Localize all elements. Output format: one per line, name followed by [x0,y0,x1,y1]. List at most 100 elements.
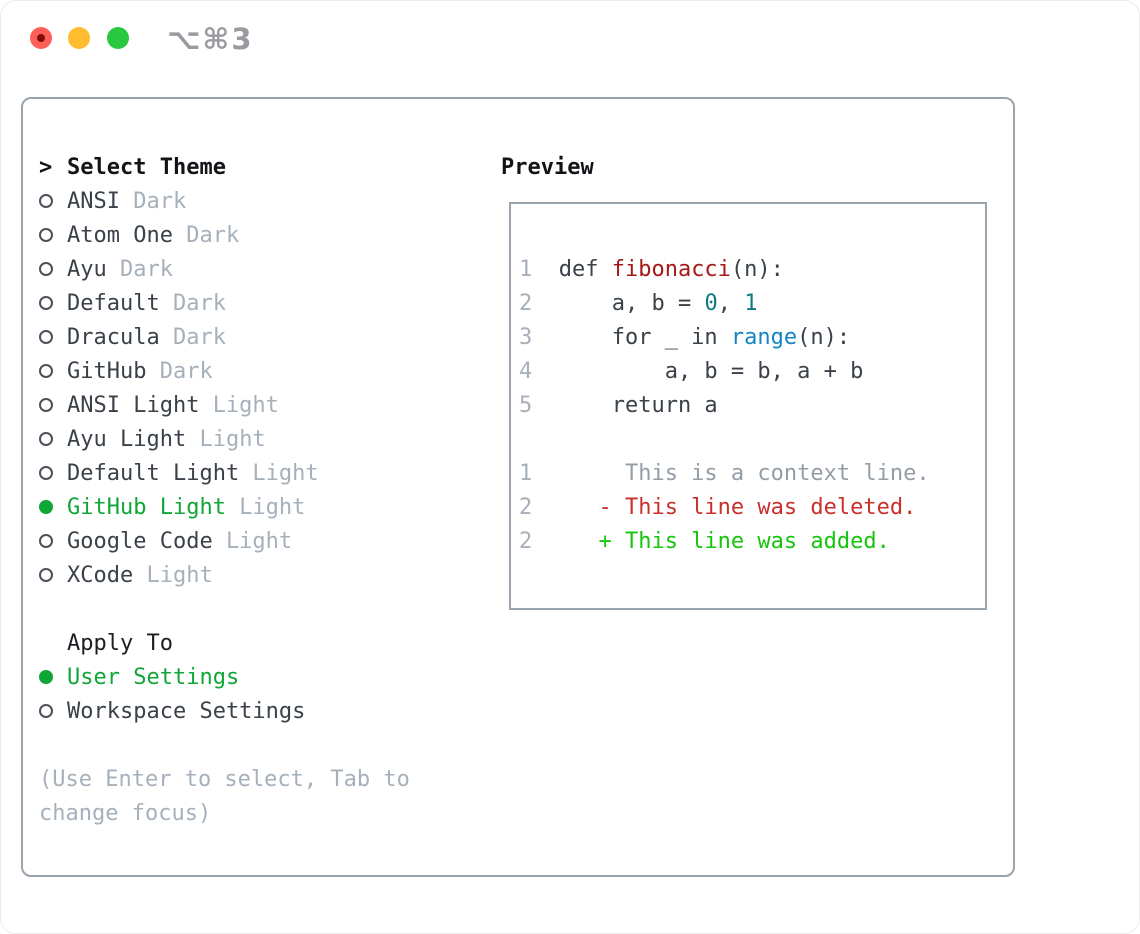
theme-variant: Dark [186,222,240,248]
theme-item-github-light-selected[interactable]: GitHub Light Light [39,490,410,524]
theme-name: Ayu Light [67,426,187,452]
diff-segment: This is a context line. [558,460,930,486]
theme-variant: Light [252,460,319,486]
diff-segment: + This line was added. [558,528,890,554]
apply-option-label: Workspace Settings [67,698,306,724]
theme-item-ayu-dark[interactable]: Ayu Dark [39,252,410,286]
theme-variant: Light [225,528,293,554]
theme-variant: Light [146,562,213,588]
hint-text-line1: (Use Enter to select, Tab to [39,766,410,792]
theme-item-ansi-light[interactable]: ANSI Light Light [39,388,410,422]
diff-deleted-line: 2 - This line was deleted. [519,490,930,524]
code-line: 2 a, b = 0 , 1 [519,286,930,320]
radio-unselected-icon [39,466,53,480]
code-line: 1 def fibonacci (n): [519,252,930,286]
theme-item-xcode[interactable]: XCode Light [39,558,410,592]
line-number: 5 [519,392,533,418]
unsaved-dot-icon [37,34,45,42]
theme-name: ANSI Light [67,392,200,418]
theme-item-google-code[interactable]: Google Code Light [39,524,410,558]
code-segment: def [558,256,612,282]
line-number: 2 [519,494,533,520]
code-segment: range [730,324,798,350]
radio-unselected-icon [39,398,53,412]
code-segment: (n): [730,256,784,282]
theme-item-ayu-light[interactable]: Ayu Light Light [39,422,410,456]
code-segment: a, b = [558,290,705,316]
theme-name: Default Light [67,460,240,486]
radio-unselected-icon [39,262,53,276]
theme-variant: Dark [172,290,226,316]
line-number: 1 [519,256,533,282]
apply-option-label: User Settings [67,664,240,690]
theme-name: ANSI [67,188,120,214]
apply-option-user-settings[interactable]: User Settings [39,660,410,694]
radio-unselected-icon [39,330,53,344]
theme-name: Dracula [67,324,160,350]
code-segment: a, b = b, a + b [558,358,864,384]
theme-name: GitHub Light [67,494,226,520]
theme-item-default-dark[interactable]: Default Dark [39,286,410,320]
code-line: 5 return a [519,388,930,422]
preview-header: Preview [501,154,594,180]
code-preview: 1 def fibonacci (n): 2 a, b = 0 , 1 3 fo… [519,252,930,558]
code-segment: return a [558,392,718,418]
theme-variant: Dark [172,324,226,350]
theme-list: > Select Theme ANSI Dark Atom One Dark A… [39,150,410,830]
theme-variant: Dark [119,256,173,282]
theme-variant: Dark [159,358,213,384]
line-number: 2 [519,290,533,316]
code-segment: 0 [704,290,718,316]
theme-name: Google Code [67,528,213,554]
code-segment: 1 [744,290,758,316]
radio-unselected-icon [39,364,53,378]
radio-unselected-icon [39,568,53,582]
radio-selected-icon [39,670,53,684]
code-segment: , [717,290,745,316]
theme-name: Default [67,290,160,316]
theme-item-dracula-dark[interactable]: Dracula Dark [39,320,410,354]
line-number: 3 [519,324,533,350]
preview-box: 1 def fibonacci (n): 2 a, b = 0 , 1 3 fo… [509,202,987,610]
select-theme-header: > Select Theme [39,150,410,184]
theme-item-default-light[interactable]: Default Light Light [39,456,410,490]
spacer [39,592,410,626]
radio-selected-icon [39,500,53,514]
diff-added-line: 2 + This line was added. [519,524,930,558]
apply-to-label: Apply To [67,630,173,656]
window-title: ⌥⌘3 [167,22,254,56]
theme-name: XCode [67,562,134,588]
theme-item-ansi-dark[interactable]: ANSI Dark [39,184,410,218]
theme-variant: Light [212,392,279,418]
spacer [519,422,930,456]
theme-variant: Dark [133,188,187,214]
apply-option-workspace-settings[interactable]: Workspace Settings [39,694,410,728]
theme-name: Atom One [67,222,173,248]
caret-icon: > [39,154,53,180]
line-number: 4 [519,358,533,384]
code-segment: (n): [797,324,851,350]
minimize-button[interactable] [68,27,90,49]
line-number: 2 [519,528,533,554]
apply-to-header: Apply To [39,626,410,660]
theme-item-github-dark[interactable]: GitHub Dark [39,354,410,388]
zoom-button[interactable] [107,27,129,49]
select-theme-label: Select Theme [67,154,226,180]
theme-name: Ayu [67,256,107,282]
line-number: 1 [519,460,533,486]
radio-unselected-icon [39,534,53,548]
radio-unselected-icon [39,432,53,446]
theme-variant: Light [239,494,306,520]
code-segment: for _ in [558,324,731,350]
radio-unselected-icon [39,228,53,242]
diff-segment: - This line was deleted. [558,494,917,520]
code-line: 3 for _ in range (n): [519,320,930,354]
radio-unselected-icon [39,194,53,208]
radio-unselected-icon [39,704,53,718]
theme-item-atom-one-dark[interactable]: Atom One Dark [39,218,410,252]
theme-name: GitHub [67,358,147,384]
diff-context-line: 1 This is a context line. [519,456,930,490]
code-segment: fibonacci [611,256,731,282]
close-button[interactable] [30,27,52,49]
